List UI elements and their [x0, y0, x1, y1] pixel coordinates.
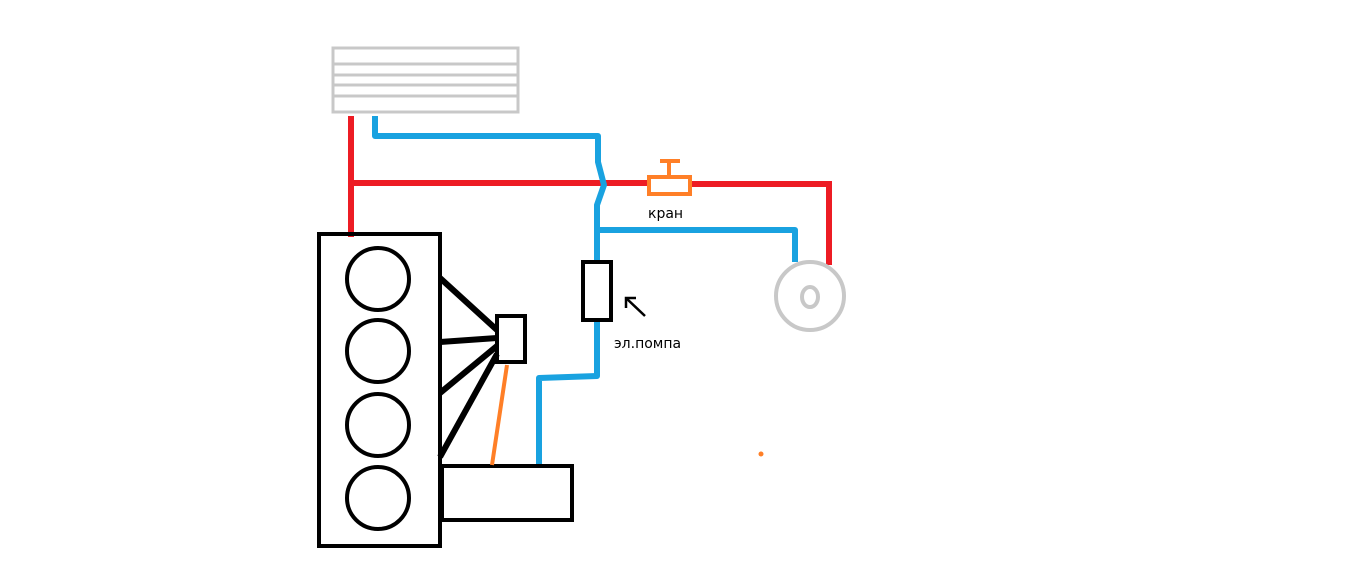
- cylinder-1: [345, 246, 411, 312]
- engine-block: [317, 232, 442, 548]
- stray-dot: [758, 451, 764, 457]
- hot-line: [348, 116, 832, 265]
- heater: [774, 260, 846, 332]
- radiator: [331, 46, 520, 114]
- cylinder-3: [345, 392, 411, 458]
- valve-label: кран: [648, 206, 683, 222]
- electric-pump: [581, 260, 613, 322]
- bypass-line: [490, 364, 509, 466]
- pointer-arrow-icon: [624, 296, 646, 317]
- bypass-block: [440, 464, 574, 522]
- pump-label: эл.помпа: [614, 336, 681, 352]
- valve: [647, 159, 692, 196]
- cold-line: [372, 116, 798, 466]
- cylinder-2: [345, 318, 411, 384]
- engine-pump: [437, 275, 527, 459]
- cylinder-4: [345, 465, 411, 531]
